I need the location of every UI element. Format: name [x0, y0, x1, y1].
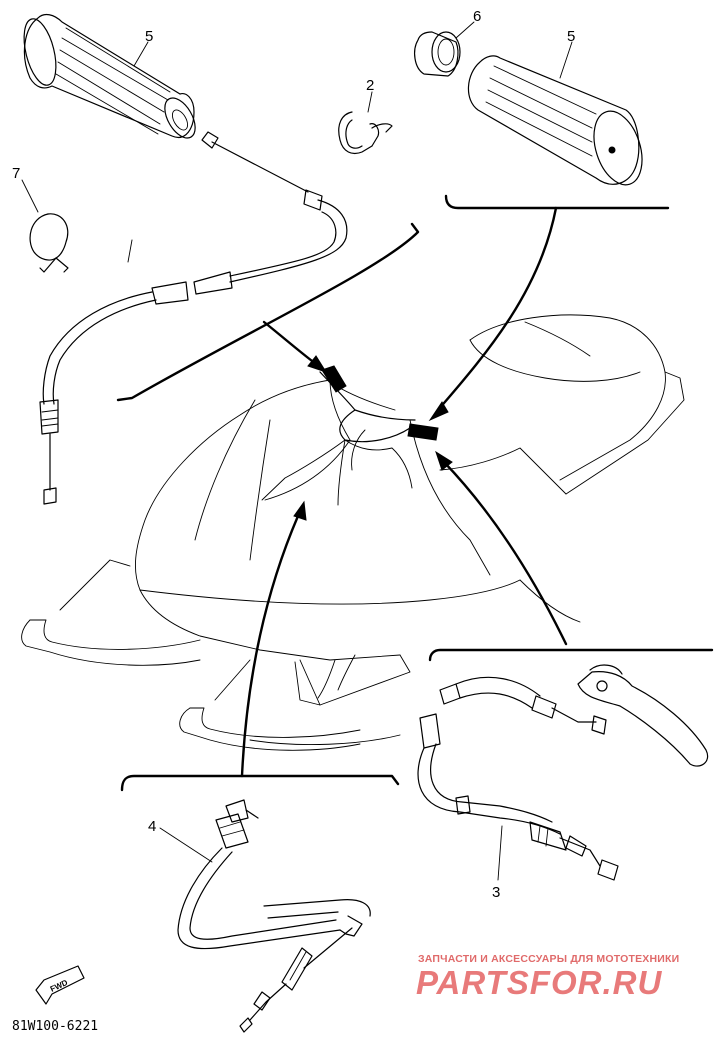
diagram-code: 81W100-6221	[12, 1019, 98, 1034]
throttle-cable-pointer	[240, 514, 300, 778]
throttle-cable-part	[177, 799, 371, 1033]
label-brake-cable: 3	[492, 884, 500, 901]
snowmobile-outline	[21, 314, 685, 751]
label-grip-collar: 6	[473, 8, 481, 25]
brake-cable-pointer-arrow	[435, 450, 453, 471]
label-clip: 2	[366, 77, 374, 94]
watermark-line1: ЗАПЧАСТИ И АКСЕССУАРЫ ДЛЯ МОТОТЕХНИКИ	[418, 953, 679, 965]
fwd-marker: FWD	[35, 965, 85, 1005]
upper-cable	[39, 131, 348, 505]
upper-cable-bracket	[116, 222, 420, 402]
grip-collar	[414, 31, 461, 77]
throttle-cable-leader	[159, 827, 213, 863]
band-clip-part	[29, 213, 69, 273]
clip-leader	[367, 91, 373, 113]
grip-collar-leader	[455, 21, 475, 39]
brake-cable-leader	[497, 825, 503, 881]
throttle-cable-bracket	[120, 774, 400, 792]
watermark-line2: PARTSFOR.RU	[416, 964, 662, 1001]
label-left-grip: 5	[145, 28, 153, 45]
brake-cable-part	[417, 664, 709, 881]
throttle-cable-pointer-arrow	[293, 500, 307, 521]
right-grip-pointer-arrow	[428, 401, 449, 422]
right-grip	[467, 55, 643, 186]
brake-cable-pointer	[442, 460, 568, 646]
brake-cable-bracket	[428, 648, 714, 662]
fwd-text: FWD	[49, 978, 70, 994]
label-band-clip: 7	[12, 165, 20, 182]
clip-part	[338, 111, 393, 155]
right-grip-leader	[559, 41, 573, 79]
left-grip	[23, 13, 196, 139]
label-right-grip: 5	[567, 28, 575, 45]
upper-cable-pointer	[262, 320, 318, 366]
right-grip-pointer	[436, 206, 558, 412]
band-clip-leader	[21, 179, 39, 213]
label-throttle-cable: 4	[148, 818, 156, 835]
left-grip-leader	[133, 41, 149, 67]
upper-cable-pointer-arrow	[307, 355, 328, 373]
right-grip-bracket	[444, 194, 670, 210]
